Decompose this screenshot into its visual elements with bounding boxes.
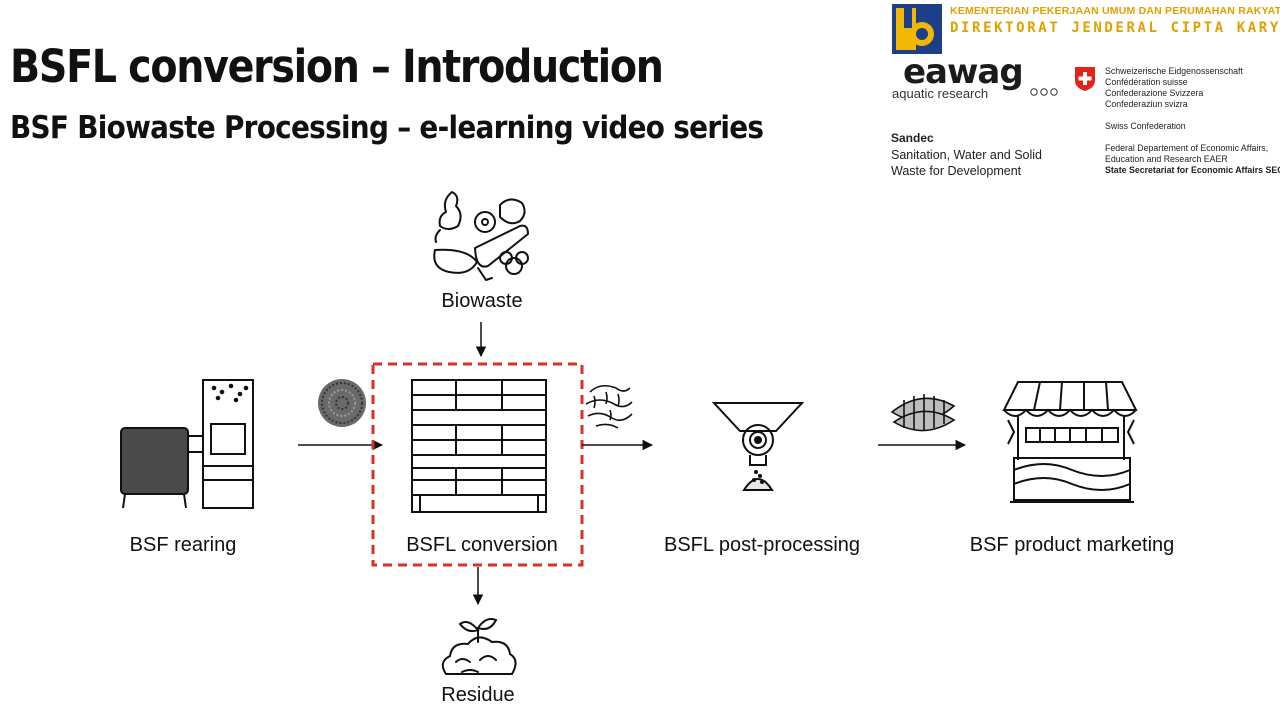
larvae-icon: [585, 384, 633, 429]
stage-label-marketing: BSF product marketing: [969, 534, 1175, 556]
sandec-name: Sandec: [891, 131, 934, 145]
seco-line: Federal Departement of Economic Affairs,: [1105, 143, 1269, 153]
biowaste-label: Biowaste: [441, 290, 523, 312]
eawag-dots-icon: [1030, 88, 1058, 96]
stage-label-conversion: BSFL conversion: [406, 534, 558, 556]
conversion-shelves-icon: [411, 379, 547, 513]
swiss-confederation-label: Swiss Confederation: [1105, 121, 1186, 131]
funnel-processing-icon: [711, 402, 805, 491]
stage-label-rearing: BSF rearing: [129, 534, 237, 556]
page-title: BSFL conversion – Introduction: [10, 40, 664, 93]
pupr-ministry-name: KEMENTERIAN PEKERJAAN UMUM DAN PERUMAHAN…: [950, 5, 1280, 17]
pupr-directorate-name: DIREKTORAT JENDERAL CIPTA KARYA: [950, 20, 1280, 36]
seco-line: Education and Research EAER: [1105, 154, 1228, 164]
conversion-highlight-box: [371, 362, 584, 567]
swiss-flag-icon: [1075, 67, 1095, 91]
page-subtitle: BSF Biowaste Processing – e-learning vid…: [10, 110, 764, 146]
swiss-line: Schweizerische Eidgenossenschaft: [1105, 66, 1243, 76]
stage-label-post-processing: BSFL post-processing: [663, 534, 861, 556]
swiss-line: Confédération suisse: [1105, 77, 1188, 87]
market-stall-icon: [1002, 381, 1138, 503]
swiss-line: Confederaziun svizra: [1105, 99, 1188, 109]
processed-larvae-icon: [890, 394, 956, 432]
pupr-logo-icon: [892, 4, 942, 54]
eawag-tagline: aquatic research: [892, 86, 989, 101]
swiss-confederation-block: Schweizerische Eidgenossenschaft Confédé…: [1105, 66, 1280, 176]
sandec-description: Sanitation, Water and Solid Waste for De…: [891, 148, 1043, 178]
residue-icon: [441, 618, 517, 675]
residue-label: Residue: [441, 684, 515, 706]
biowaste-icon: [433, 191, 529, 281]
swiss-line: Confederazione Svizzera: [1105, 88, 1204, 98]
eawag-logo: eawag: [903, 52, 1024, 92]
seco-name: State Secretariat for Economic Affairs S…: [1105, 165, 1280, 175]
eggs-icon: [318, 379, 366, 427]
rearing-unit-icon: [120, 379, 254, 509]
